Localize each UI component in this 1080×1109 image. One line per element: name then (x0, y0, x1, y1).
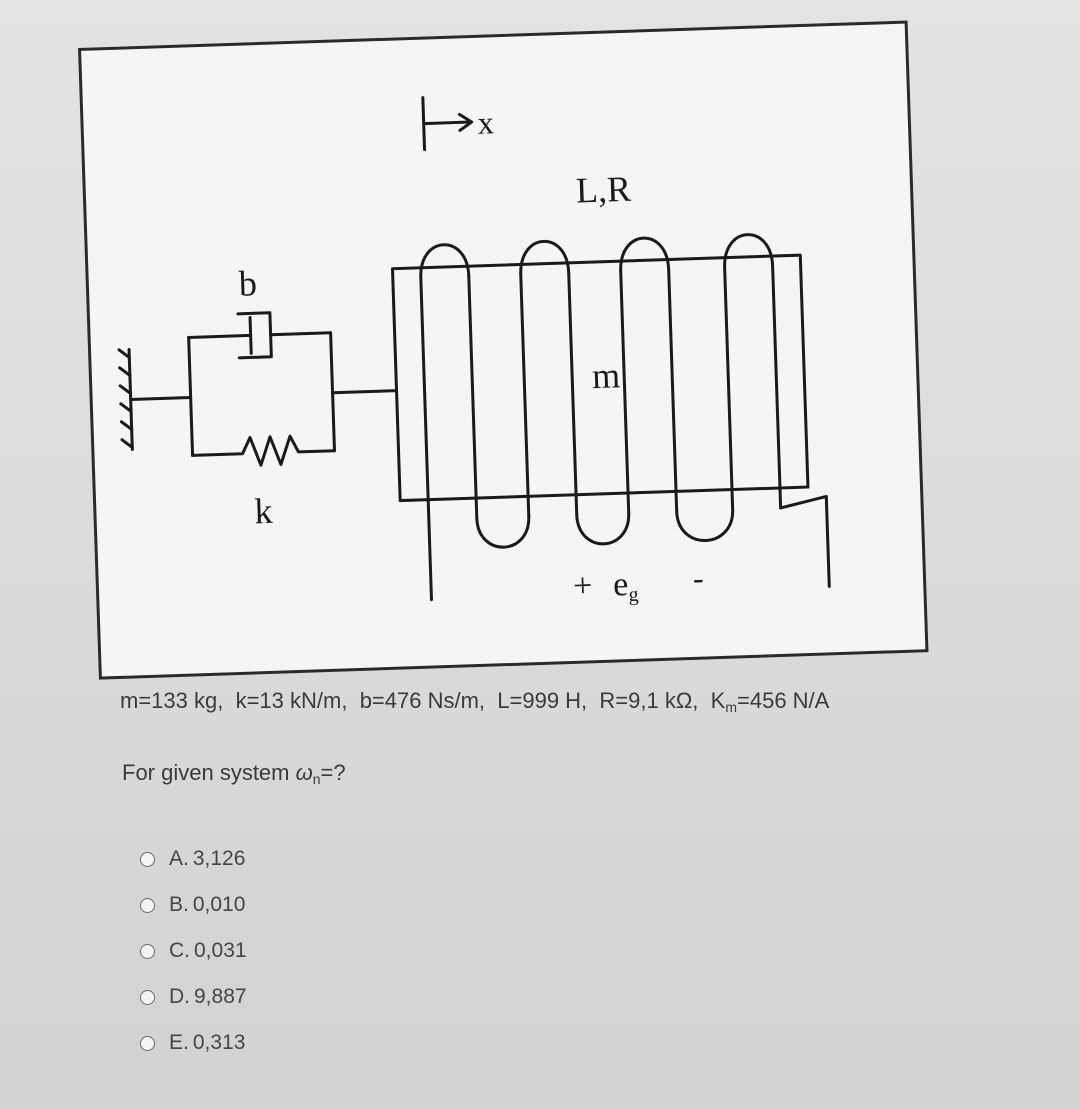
coil-loop-bottom-2 (575, 511, 631, 546)
arrow-head-icon (457, 112, 474, 132)
spring-zigzag (191, 434, 336, 467)
mass-block (390, 253, 810, 503)
question-text: For given system ωn=? (122, 760, 346, 787)
param-mass: m=133 kg, (120, 688, 224, 713)
option-c[interactable]: C. 0,031 (140, 928, 247, 974)
displacement-arrow (422, 120, 472, 126)
radio-button[interactable] (140, 851, 155, 867)
wall-connector (129, 395, 193, 401)
param-inductance: L=999 H, (497, 688, 588, 713)
diagram-svg: x L,R b k m + eg - (117, 96, 831, 607)
coil-loop-bottom-3 (675, 508, 735, 542)
coil-strand (467, 274, 479, 520)
coil-strand (667, 268, 679, 513)
wall-hatch (117, 348, 134, 449)
option-b[interactable]: B. 0,010 (140, 882, 247, 928)
label-x: x (477, 104, 494, 141)
param-damping: b=476 Ns/m, (359, 688, 486, 713)
coil-loop-top-3 (619, 236, 671, 273)
coil-strand (723, 266, 735, 512)
given-parameters: m=133 kg, k=13 kN/m, b=476 Ns/m, L=999 H… (120, 688, 829, 715)
label-b: b (238, 263, 257, 304)
coil-strand (519, 272, 531, 518)
damper-rod-left (187, 333, 253, 339)
radio-button[interactable] (140, 989, 155, 1005)
coil-loop-top-1 (419, 243, 471, 280)
label-e: eg (612, 566, 638, 607)
coil-lead-right (779, 494, 831, 588)
option-d[interactable]: D. 9,887 (140, 974, 247, 1020)
coil-lead-left (419, 276, 433, 602)
mass-connector (331, 389, 399, 395)
radio-button[interactable] (140, 1035, 155, 1051)
option-a[interactable]: A. 3,126 (140, 836, 247, 882)
coil-strand (619, 269, 631, 515)
option-e[interactable]: E. 0,313 (140, 1020, 247, 1066)
radio-button[interactable] (140, 943, 155, 959)
param-motor-constant: Km=456 N/A (710, 688, 830, 715)
param-spring: k=13 kN/m, (235, 688, 348, 713)
label-lr: L,R (575, 169, 631, 211)
label-minus: - (692, 560, 704, 596)
coil-strand (771, 264, 783, 510)
coil-loop-top-2 (519, 239, 571, 276)
coil-loop-top-4 (723, 233, 775, 270)
left-branch-bar (187, 335, 195, 457)
label-m: m (591, 355, 620, 396)
damper-rod-right (269, 331, 333, 337)
radio-button[interactable] (140, 897, 155, 913)
coil-strand (567, 271, 579, 517)
coil-loop-bottom-1 (475, 514, 531, 549)
param-resistance: R=9,1 kΩ, (599, 688, 699, 713)
answer-options: A. 3,126 B. 0,010 C. 0,031 D. 9,887 E. 0… (140, 836, 247, 1066)
label-k: k (254, 491, 273, 532)
label-plus: + (573, 567, 593, 605)
damper-piston (248, 315, 253, 355)
system-diagram: x L,R b k m + eg - (78, 20, 929, 680)
